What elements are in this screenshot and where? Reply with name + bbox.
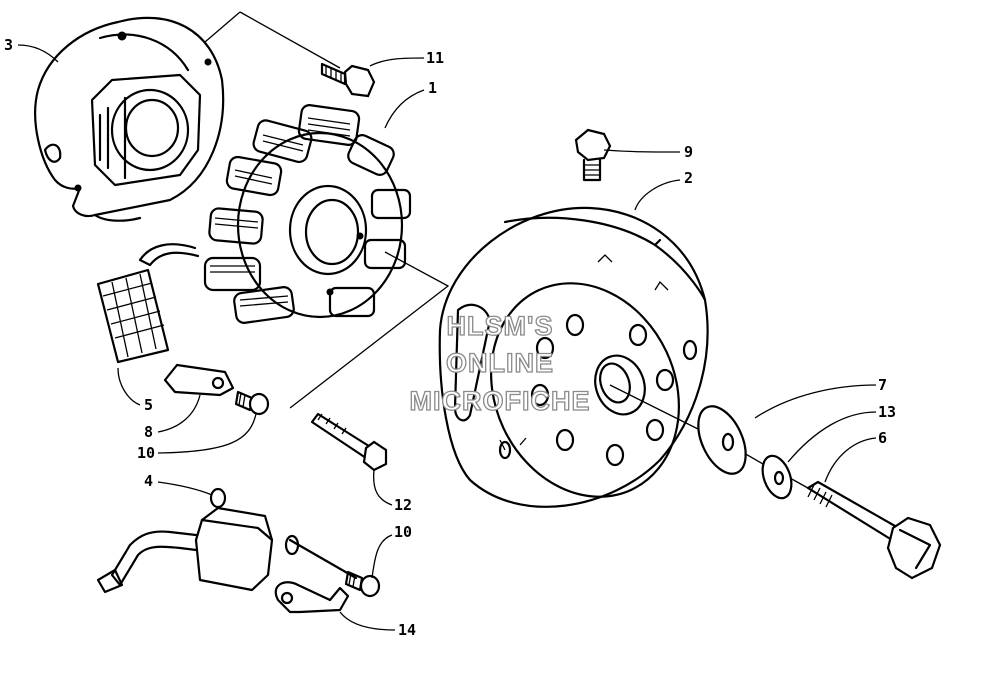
part-14-bracket <box>274 581 350 614</box>
guide-lines-stator-to-flywheel <box>289 251 450 409</box>
watermark-line-1: HLSM'S <box>447 311 554 341</box>
callout-7: 7 <box>878 376 887 394</box>
callout-9: 9 <box>684 143 693 161</box>
part-13-lock-washer <box>761 454 793 500</box>
part-5-rectifier <box>96 268 170 364</box>
part-6-flywheel-bolt <box>806 480 942 580</box>
callout-10-lower: 10 <box>394 523 412 541</box>
part-12-long-screw <box>310 412 388 472</box>
callout-11: 11 <box>426 49 444 67</box>
watermark-line-2: ONLINE <box>446 348 554 378</box>
part-10-screw-lower <box>344 570 381 598</box>
callout-12: 12 <box>394 496 412 514</box>
part-7-washer <box>697 405 747 475</box>
part-11-bolt <box>320 62 376 98</box>
callout-4: 4 <box>144 472 153 490</box>
part-8-clamp <box>163 363 235 397</box>
callout-2: 2 <box>684 169 693 187</box>
callout-13: 13 <box>878 403 896 421</box>
callout-14: 14 <box>398 621 416 639</box>
watermark-line-3: MICROFICHE <box>410 386 591 416</box>
callout-leaders <box>17 44 877 631</box>
callout-1: 1 <box>428 79 437 97</box>
part-10-screw-upper <box>234 390 270 416</box>
part-1-stator <box>138 104 412 324</box>
callout-3: 3 <box>4 36 13 54</box>
part-9-bolt <box>574 128 612 182</box>
callout-8: 8 <box>144 423 153 441</box>
callout-10-upper: 10 <box>137 444 155 462</box>
guide-line-stator-to-bolt-11 <box>239 11 341 69</box>
center-axis-line <box>609 384 701 431</box>
dashed-guide-line-3-to-stator <box>204 11 241 43</box>
callout-5: 5 <box>144 396 153 414</box>
callout-6: 6 <box>878 429 887 447</box>
part-3-stator-plate <box>34 16 225 222</box>
part-4-regulator <box>96 487 358 594</box>
part-2-flywheel <box>438 206 709 508</box>
watermark: HLSM'S ONLINE MICROFICHE <box>409 310 591 416</box>
